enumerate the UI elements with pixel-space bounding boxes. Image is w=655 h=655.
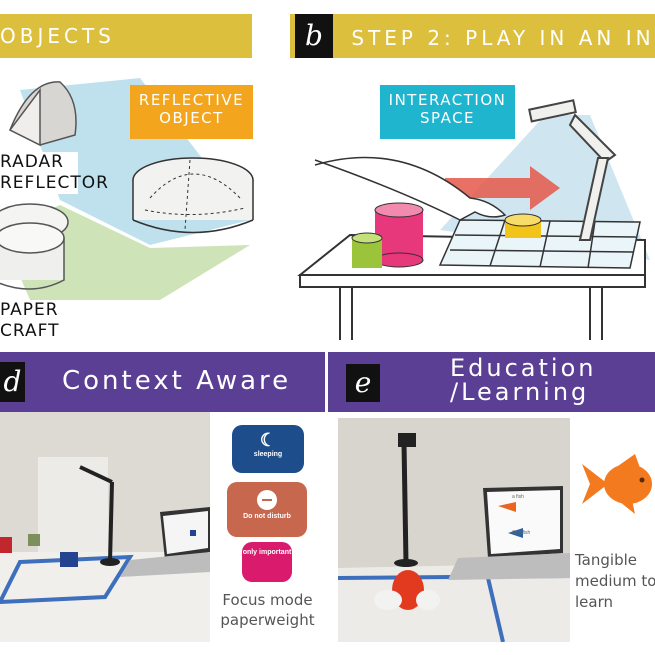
panel-a-illustration — [0, 78, 254, 300]
reflective-object-tag-text: REFLECTIVE OBJECT — [138, 91, 245, 127]
moon-icon: ☾ — [259, 430, 277, 450]
mode-do-not-disturb: Do not disturb — [227, 482, 307, 537]
mode-important-label: only important — [242, 549, 292, 556]
radar-reflector-object — [8, 81, 77, 147]
no-entry-icon — [257, 490, 277, 510]
reflective-object — [132, 157, 254, 234]
screen-text-goldfish: Goldfish — [512, 530, 531, 536]
context-aware-photo — [0, 412, 210, 642]
panel-a-banner: OBJECTS — [0, 14, 252, 58]
mode-dnd-label: Do not disturb — [243, 513, 291, 520]
panel-d-letter: d — [0, 362, 25, 402]
panel-b-banner-text: STEP 2: PLAY IN AN IN — [351, 26, 655, 50]
interaction-space-tag: INTERACTION SPACE — [380, 85, 515, 139]
green-cylinder — [351, 232, 383, 268]
paper-craft-label: PAPER CRAFT — [0, 300, 60, 342]
goldfish-icon — [582, 454, 652, 514]
education-photo — [338, 418, 570, 642]
bottom-margin — [0, 642, 655, 655]
mode-sleeping-label: sleeping — [253, 451, 283, 458]
hand-illustration — [314, 156, 507, 221]
panel-d-banner-text: Context Aware — [62, 366, 292, 396]
reflective-object-tag: REFLECTIVE OBJECT — [130, 85, 253, 139]
paper-craft-object — [0, 203, 69, 290]
radar-reflector-label: RADAR REFLECTOR — [0, 152, 109, 194]
pink-cylinder — [374, 202, 424, 268]
panel-b-banner: b STEP 2: PLAY IN AN IN — [290, 14, 655, 58]
screen-text-fish: a fish — [512, 494, 524, 500]
focus-mode-panel: ☾ sleeping Do not disturb only important… — [210, 412, 325, 642]
mode-sleeping: ☾ sleeping — [232, 425, 304, 473]
arrow-icon — [445, 166, 560, 210]
focus-mode-caption: Focus mode paperweight — [220, 591, 315, 629]
goldfish-object — [374, 570, 440, 610]
education-side-panel: Tangible medium to learn — [575, 412, 655, 642]
panel-a-banner-text: OBJECTS — [0, 24, 115, 48]
panel-e-banner-text: Education /Learning — [450, 354, 597, 406]
panel-e-letter: e — [346, 364, 380, 402]
interaction-space-tag-text: INTERACTION SPACE — [388, 91, 507, 127]
panel-b-illustration — [297, 99, 650, 340]
projector-lamp — [528, 99, 617, 241]
education-caption: Tangible medium to learn — [575, 551, 655, 611]
panel-e-banner: e Education /Learning — [325, 352, 655, 412]
mode-only-important: only important — [242, 542, 292, 582]
yellow-cylinder — [504, 213, 542, 238]
panel-d-banner: d Context Aware — [0, 352, 325, 412]
panel-b-letter: b — [295, 14, 333, 58]
